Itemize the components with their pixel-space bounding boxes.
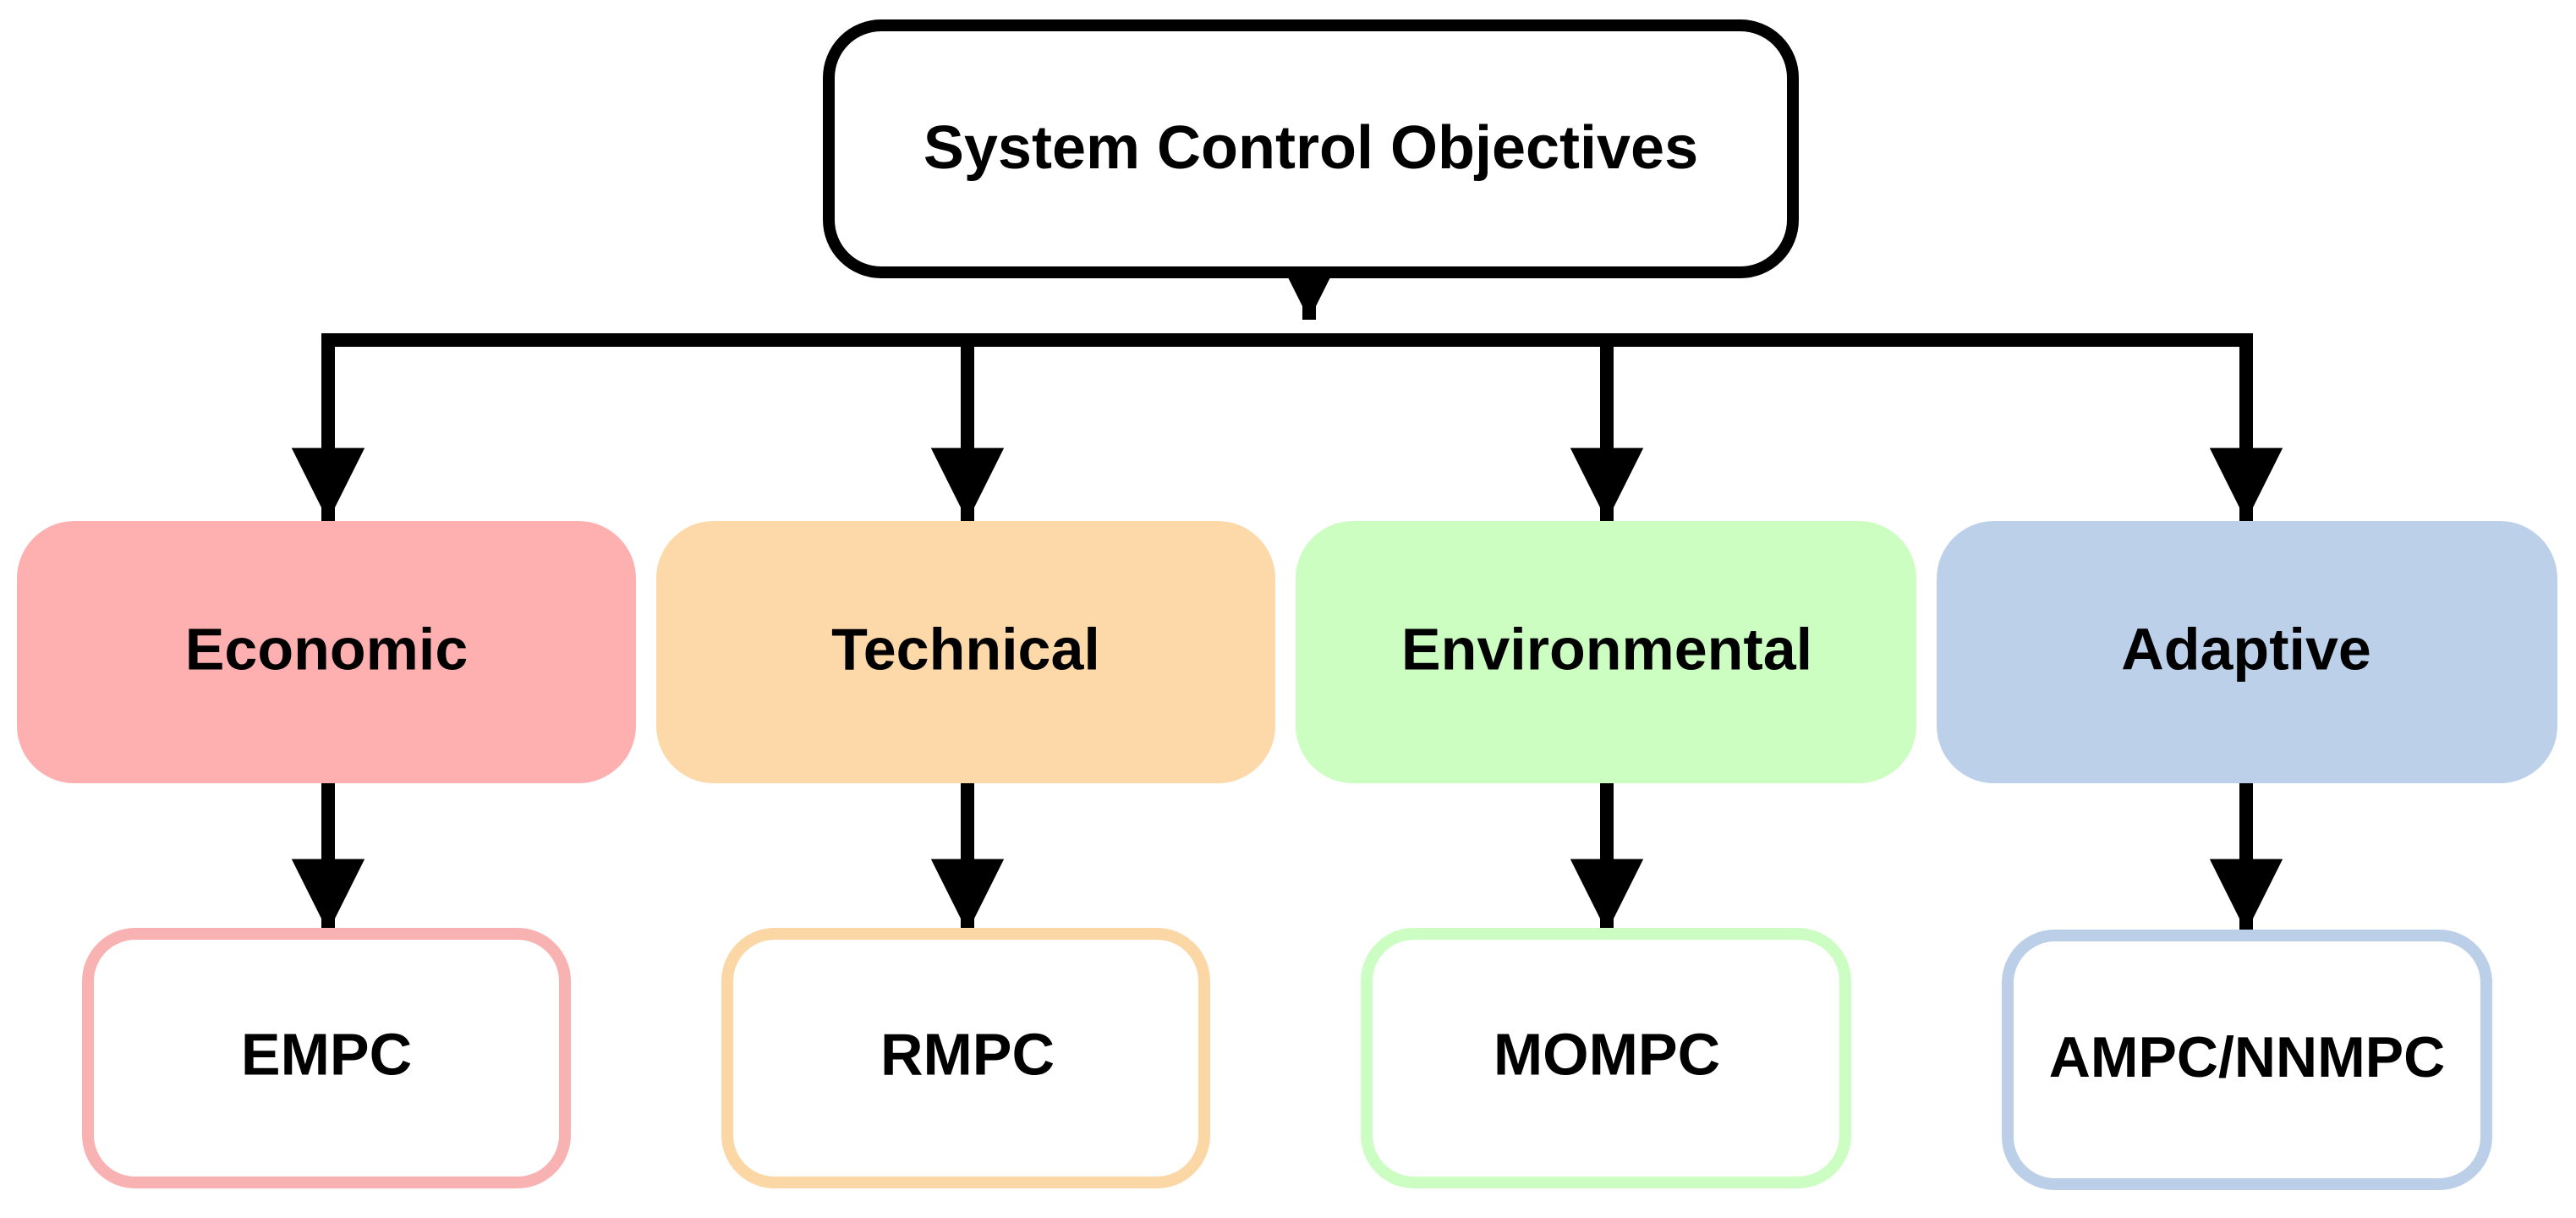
- method-label-ampc-nnmpc: AMPC/NNMPC: [2049, 1025, 2445, 1089]
- method-node-empc: EMPC: [82, 928, 571, 1188]
- root-box: [823, 19, 1799, 278]
- category-label-adaptive: Adaptive: [2121, 616, 2371, 682]
- category-label-technical: Technical: [831, 616, 1100, 682]
- method-box-empc: [82, 928, 571, 1188]
- category-node-adaptive: Adaptive: [1937, 521, 2557, 783]
- method-label-rmpc: RMPC: [880, 1021, 1055, 1087]
- root-label: System Control Objectives: [924, 114, 1698, 182]
- category-box-adaptive: [1937, 521, 2557, 783]
- method-box-ampc-nnmpc: [2002, 930, 2492, 1190]
- category-box-technical: [656, 521, 1275, 783]
- category-label-environmental: Environmental: [1401, 616, 1812, 682]
- category-node-environmental: Environmental: [1296, 521, 1916, 783]
- method-box-rmpc: [721, 928, 1210, 1188]
- method-node-mompc: MOMPC: [1361, 928, 1851, 1188]
- method-label-mompc: MOMPC: [1494, 1021, 1720, 1087]
- method-label-empc: EMPC: [241, 1021, 412, 1087]
- category-node-technical: Technical: [656, 521, 1275, 783]
- category-box-environmental: [1296, 521, 1916, 783]
- method-node-ampc-nnmpc: AMPC/NNMPC: [2002, 930, 2492, 1190]
- category-box-economic: [17, 521, 636, 783]
- category-node-economic: Economic: [17, 521, 636, 783]
- method-box-mompc: [1361, 928, 1851, 1188]
- root-node: System Control Objectives: [823, 19, 1799, 278]
- category-label-economic: Economic: [185, 616, 469, 682]
- connectors: [291, 246, 2283, 932]
- method-node-rmpc: RMPC: [721, 928, 1210, 1188]
